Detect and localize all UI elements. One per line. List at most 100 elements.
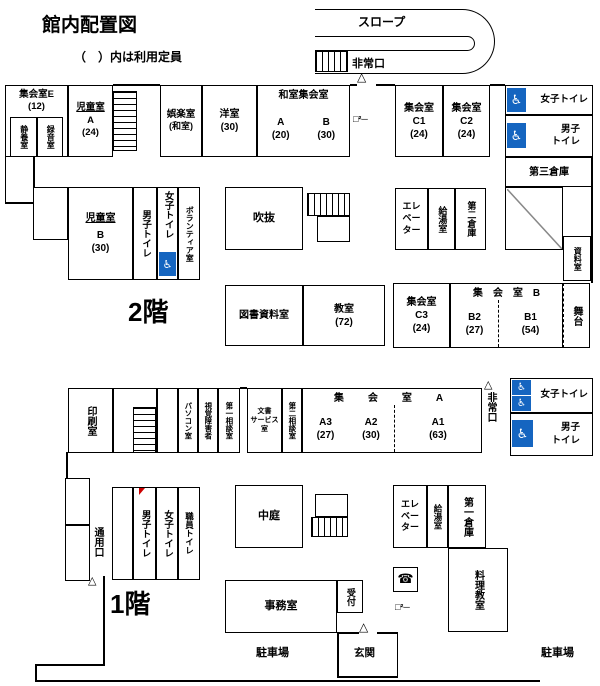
room-label: 料理教室 — [472, 570, 484, 610]
room-label: 中庭 — [258, 510, 280, 523]
page-title: 館内配置図 — [42, 15, 138, 36]
room-label: ター — [402, 224, 421, 235]
stairs-icon — [133, 407, 156, 453]
room-a2: A2 (30) — [348, 405, 395, 452]
room-label: 文書 — [257, 407, 272, 415]
room-wtoilet-1f-v: 女子トイレ — [156, 487, 178, 580]
room-label: ベー — [402, 213, 421, 224]
room-label: 録音室 — [46, 125, 56, 149]
wheelchair-icon: ♿ — [512, 380, 531, 395]
room-c1: 集会室 C1 (24) — [395, 85, 443, 157]
wall-line — [66, 452, 68, 479]
room-label: 集 会 室 B — [472, 288, 541, 299]
room-label: 静養室 — [19, 125, 29, 149]
room-label: 集会室E — [19, 89, 54, 100]
wheelchair-glyph: ♿ — [516, 425, 529, 441]
room-c2: 集会室 C2 (24) — [443, 85, 490, 157]
room-label: 女子トイレ — [162, 191, 174, 239]
room-nakaniwa: 中庭 — [235, 485, 303, 548]
room-goraku: 娯楽室 (和室) — [160, 85, 202, 157]
triangle-marker: △ — [484, 379, 493, 391]
room-unlabeled — [33, 187, 68, 240]
wheelchair-icon: ♿ — [507, 123, 526, 148]
stair-landing — [317, 216, 350, 242]
room-label: 吹抜 — [253, 212, 275, 225]
room-bunsho: 文書 サービス 室 — [247, 388, 282, 453]
slope-inner-outline — [315, 36, 475, 51]
floor-label-2f: 2階 — [128, 297, 169, 327]
room-kyuto-1f: 給湯室 — [427, 485, 448, 548]
wall-line — [350, 84, 357, 86]
room-label: 事務室 — [264, 600, 298, 613]
room-capacity: (30) — [362, 429, 380, 441]
wall-line — [35, 664, 105, 666]
room-label: B2 — [468, 311, 481, 323]
room-label: エレ — [400, 498, 419, 509]
service-entrance: 通用口 — [92, 527, 103, 557]
room-sodan2: 第二相談室 — [282, 388, 302, 453]
room-yoshitsu: 洋室 (30) — [202, 85, 257, 157]
room-label: 児童室 — [76, 102, 105, 114]
emergency-exit-1f: 非常口 — [485, 392, 496, 422]
room-label: 女子トイレ — [540, 389, 588, 401]
room-slope: スロープ — [358, 15, 406, 29]
room-label: 男子 — [560, 422, 580, 434]
room-label: サービス — [250, 416, 279, 424]
stairs-icon — [113, 91, 137, 151]
room-unlabeled — [112, 487, 133, 580]
room-shokuin-toilet: 職員トイレ — [178, 487, 200, 580]
room-soko2: 第二倉庫 — [455, 188, 486, 250]
room-label: 集会室 — [404, 102, 434, 114]
room-butai: 舞台 — [563, 283, 590, 348]
room-label: A1 — [431, 416, 445, 428]
room-elevator-2f: エレ ベー ター — [395, 188, 428, 250]
phone-icon: ☎ — [393, 567, 418, 592]
room-b2: B2 (27) — [451, 300, 499, 347]
room-label: 第二倉庫 — [466, 201, 477, 237]
room-label: 第一相談室 — [224, 401, 234, 440]
room-label: 教室 — [334, 303, 354, 315]
red-marker — [139, 488, 145, 495]
room-jido-a: 児童室 A (24) — [68, 85, 113, 157]
wall-line — [33, 156, 35, 187]
room-capacity: (54) — [521, 324, 540, 336]
room-capacity: (12) — [28, 101, 45, 113]
room-pasokon: パソコン室 — [178, 388, 198, 453]
wall-line — [490, 84, 505, 86]
room-label: 室 — [261, 426, 268, 434]
hydrant-icon: □²─ — [353, 114, 368, 124]
room-c3: 集会室 C3 (24) — [393, 283, 450, 348]
room-label: 女子トイレ — [540, 93, 588, 105]
room-label: C1 — [412, 115, 426, 127]
stair-landing — [315, 494, 348, 517]
wall-line — [591, 157, 593, 283]
room-label: 男子 — [560, 123, 580, 135]
parking-right: 駐車場 — [541, 647, 574, 659]
phone-glyph: ☎ — [397, 571, 414, 587]
wall-line — [240, 387, 247, 389]
room-capacity: (24) — [82, 127, 99, 139]
wall-line — [4, 202, 35, 204]
stairs-icon — [315, 51, 348, 72]
room-soko3-area — [505, 187, 563, 250]
room-shiryo: 資料室 — [563, 236, 591, 281]
room-mtoilet-2f-v: 男子トイレ — [133, 187, 157, 280]
room-volunteer: ボランティア室 — [178, 187, 200, 280]
triangle-marker: △ — [88, 575, 97, 587]
emergency-exit-2f: 非常口 — [351, 55, 386, 71]
room-label: 娯楽室 — [166, 108, 196, 120]
room-shukai-a-group: 集 会 室 A A3 (27) A2 (30) A1 (63) — [302, 388, 482, 453]
room-capacity: (30) — [91, 243, 110, 254]
room-label: 給湯室 — [437, 205, 448, 233]
wheelchair-icon: ♿ — [512, 396, 531, 411]
wheelchair-glyph: ♿ — [510, 127, 523, 143]
room-capacity: (24) — [410, 128, 428, 140]
wall-line — [35, 680, 540, 682]
room-kyuto-2f: 給湯室 — [428, 188, 455, 250]
room-label: 集会室 — [406, 297, 437, 308]
slope-outline — [315, 9, 495, 74]
wall-line — [376, 84, 395, 86]
parking-left: 駐車場 — [256, 647, 289, 659]
room-label: 児童室 — [85, 213, 116, 224]
